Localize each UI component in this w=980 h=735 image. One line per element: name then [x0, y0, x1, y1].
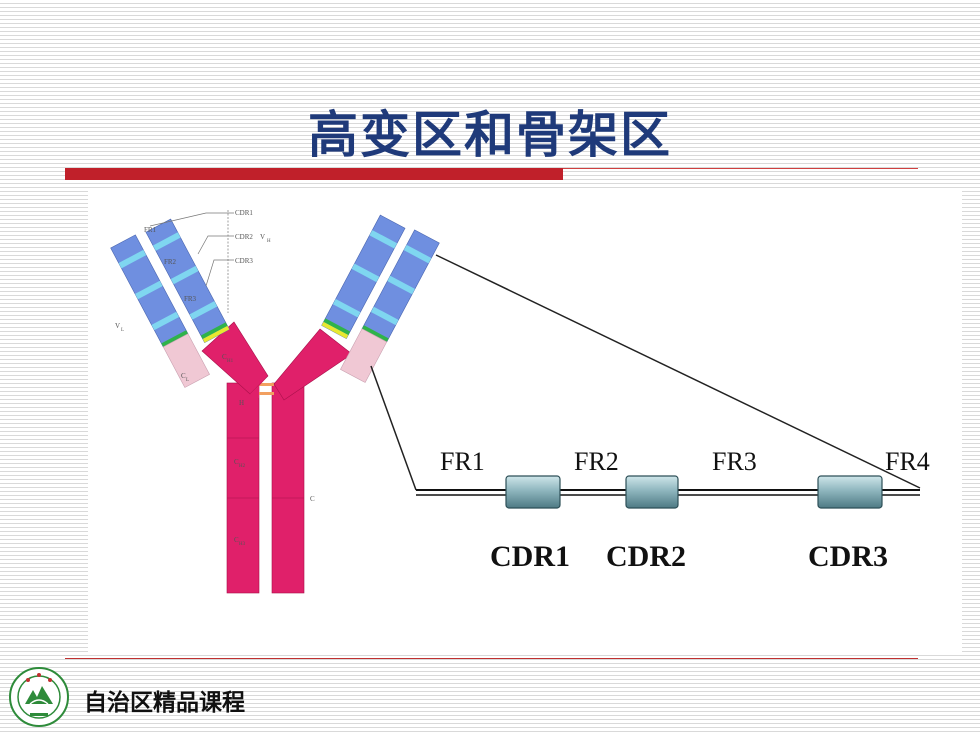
label-cdr2: CDR2: [235, 233, 253, 241]
label-vh-sub: H: [267, 239, 271, 244]
label-ch2: C: [234, 458, 239, 466]
cdr3-segment: [817, 475, 883, 509]
label-cdr3: CDR3: [235, 257, 253, 265]
antibody-structure-diagram: CDR1 CDR2 V H CDR3 FR1 FR2 FR3 V L C L C…: [110, 209, 930, 594]
label-fr1: FR1: [144, 226, 157, 234]
cdr-leader-lines: [149, 210, 234, 313]
label-ch3-sub: H3: [239, 542, 246, 547]
page-title: 高变区和骨架区: [308, 106, 672, 164]
label-vl-sub: L: [121, 328, 124, 333]
label-cl-sub: L: [186, 378, 189, 383]
footer-rule: [65, 658, 918, 659]
zoom-line-top: [435, 254, 921, 489]
cdr1-segment: [505, 475, 561, 509]
strand-label-cdr3: CDR3: [808, 540, 888, 573]
strand-label-fr3: FR3: [712, 447, 757, 476]
strand-label-cdr2: CDR2: [606, 540, 686, 573]
cdr2-segment: [625, 475, 679, 509]
label-ch2-sub: H2: [239, 464, 246, 469]
diagram-panel: CDR1 CDR2 V H CDR3 FR1 FR2 FR3 V L C L C…: [88, 188, 962, 654]
label-vl: V: [115, 322, 120, 330]
title-accent-bar: [65, 168, 563, 180]
strand-label-fr2: FR2: [574, 447, 619, 476]
zoom-line-bottom: [370, 365, 417, 491]
label-ch1-sub: H1: [227, 359, 234, 364]
label-fr3: FR3: [184, 295, 197, 303]
label-ch3: C: [234, 536, 239, 544]
strand-label-fr4: FR4: [885, 447, 930, 476]
course-footer-label: 自治区精品课程: [84, 690, 245, 716]
label-vh: V: [260, 233, 265, 241]
fc-region: [226, 382, 305, 594]
strand-label-fr1: FR1: [440, 447, 485, 476]
label-fr2: FR2: [164, 258, 177, 266]
strand-label-cdr1: CDR1: [490, 540, 570, 573]
label-cl: C: [181, 372, 186, 380]
label-c-terminus: C: [310, 495, 315, 503]
label-cdr1: CDR1: [235, 209, 253, 217]
label-hinge: H: [239, 399, 244, 407]
label-ch1: C: [222, 353, 227, 361]
university-seal-icon: [8, 666, 70, 728]
